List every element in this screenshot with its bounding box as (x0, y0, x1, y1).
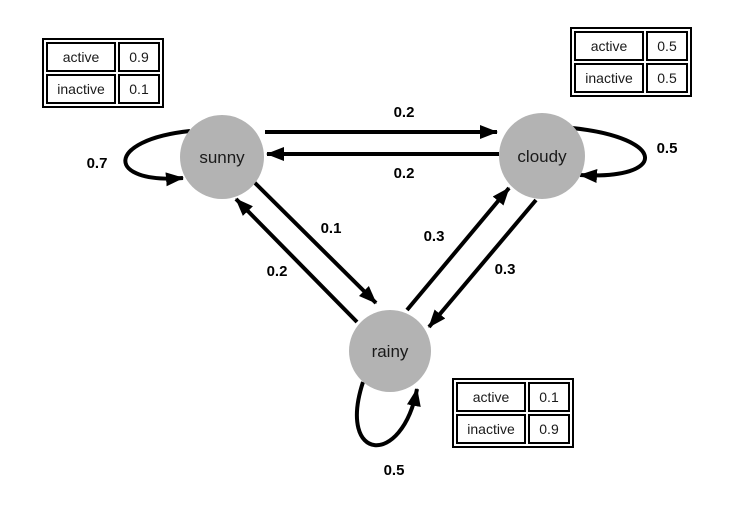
edge-rainy-to-sunny-label: 0.2 (267, 263, 288, 280)
node-rainy-circle (349, 310, 431, 392)
self-loop-sunny-label: 0.7 (87, 155, 108, 172)
node-rainy-label: rainy (372, 342, 409, 361)
node-sunny-label: sunny (199, 148, 245, 167)
emission-label: inactive (574, 63, 644, 93)
edge-cloudy-to-rainy-label: 0.3 (495, 261, 516, 278)
emission-label: inactive (46, 74, 116, 104)
table-row: active 0.5 (574, 31, 688, 61)
emission-label: active (456, 382, 526, 412)
emission-value: 0.1 (528, 382, 570, 412)
table-row: active 0.1 (456, 382, 570, 412)
self-loop-sunny (123, 129, 191, 187)
table-row: inactive 0.9 (456, 414, 570, 444)
edge-rainy-to-cloudy-label: 0.3 (424, 228, 445, 245)
edge-sunny-to-rainy-label: 0.1 (321, 220, 342, 237)
emission-value: 0.5 (646, 63, 688, 93)
edge-cloudy-to-sunny-label: 0.2 (394, 165, 415, 182)
self-loop-cloudy-label: 0.5 (657, 140, 678, 157)
emission-label: inactive (456, 414, 526, 444)
self-loop-rainy (355, 381, 421, 448)
emission-value: 0.9 (118, 42, 160, 72)
edge-rainy-to-cloudy (405, 186, 511, 312)
node-cloudy-circle (499, 113, 585, 199)
self-loop-rainy-label: 0.5 (384, 462, 405, 479)
node-sunny-circle (180, 115, 264, 199)
emission-table-rainy: active 0.1 inactive 0.9 (452, 378, 574, 448)
emission-label: active (46, 42, 116, 72)
self-loop-cloudy (571, 126, 647, 183)
table-row: inactive 0.1 (46, 74, 160, 104)
emission-table-cloudy: active 0.5 inactive 0.5 (570, 27, 692, 97)
edge-cloudy-to-rainy (427, 198, 538, 329)
edge-sunny-to-rainy (251, 179, 378, 305)
edge-rainy-to-sunny (234, 197, 359, 324)
emission-value: 0.1 (118, 74, 160, 104)
emission-value: 0.5 (646, 31, 688, 61)
emission-table-sunny: active 0.9 inactive 0.1 (42, 38, 164, 108)
node-cloudy-label: cloudy (517, 147, 567, 166)
emission-value: 0.9 (528, 414, 570, 444)
table-row: active 0.9 (46, 42, 160, 72)
table-row: inactive 0.5 (574, 63, 688, 93)
emission-label: active (574, 31, 644, 61)
edge-sunny-to-cloudy-label: 0.2 (394, 104, 415, 121)
